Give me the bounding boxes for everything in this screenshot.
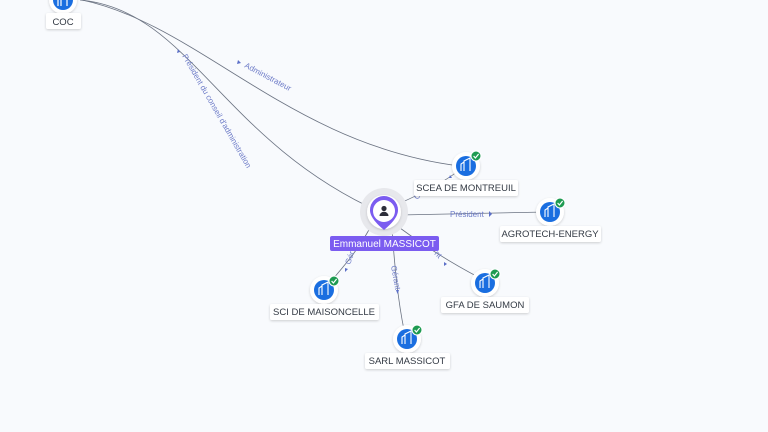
company-label-sci: SCI DE MAISONCELLE [273, 307, 375, 318]
company-building-icon [318, 281, 329, 295]
edge-coc-scea [81, 0, 461, 167]
company-node-coc[interactable]: COC [46, 0, 81, 29]
edge-coc-person [79, 0, 381, 213]
company-label-gfa: GFA DE SAUMON [446, 300, 525, 311]
edge-label-g: G [412, 191, 423, 201]
company-node-agrotech[interactable]: AGROTECH-ENERGY [500, 197, 601, 242]
verified-check-icon [328, 275, 340, 287]
verified-check-icon [554, 197, 566, 209]
edge-person-gfa [399, 227, 481, 279]
company-node-sci[interactable]: SCI DE MAISONCELLE [270, 275, 379, 320]
company-building-icon [460, 157, 471, 171]
verified-check-icon [411, 324, 423, 336]
arrow-marker [444, 262, 447, 266]
arrow-marker [489, 211, 492, 217]
company-building-icon [479, 274, 490, 288]
edge-label-administrateur: Administrateur [243, 61, 293, 93]
edge-label-president: Président [450, 210, 485, 219]
edge-label-gerant: Gérant [389, 265, 402, 291]
company-label-sarl: SARL MASSICOT [369, 356, 446, 367]
verified-check-icon [470, 150, 482, 162]
company-node-gfa[interactable]: GFA DE SAUMON [441, 268, 529, 313]
arrow-marker [449, 175, 452, 178]
person-node[interactable]: Emmanuel MASSICOT [330, 188, 439, 251]
company-building-icon [401, 330, 412, 344]
edge-label-president-conseil: Président du conseil d'administration [180, 53, 253, 170]
arrow-marker [396, 290, 399, 294]
company-node-scea[interactable]: SCEA DE MONTREUIL [414, 150, 518, 196]
company-label-agrotech: AGROTECH-ENERGY [501, 229, 599, 240]
edge-label-ger: Gér [343, 250, 356, 266]
company-node-sarl[interactable]: SARL MASSICOT [365, 324, 450, 369]
edge-label-nt: nt [433, 249, 445, 261]
company-building-icon [57, 0, 68, 6]
edge-person-agrotech [399, 211, 547, 216]
company-building-icon [544, 203, 555, 217]
person-icon [379, 205, 389, 216]
arrow-marker [177, 49, 180, 53]
arrow-marker [237, 60, 241, 64]
company-label-coc: COC [52, 17, 73, 28]
verified-check-icon [489, 268, 501, 280]
person-name-label: Emmanuel MASSICOT [333, 239, 436, 250]
company-label-scea: SCEA DE MONTREUIL [416, 183, 516, 194]
arrow-marker [345, 268, 348, 272]
